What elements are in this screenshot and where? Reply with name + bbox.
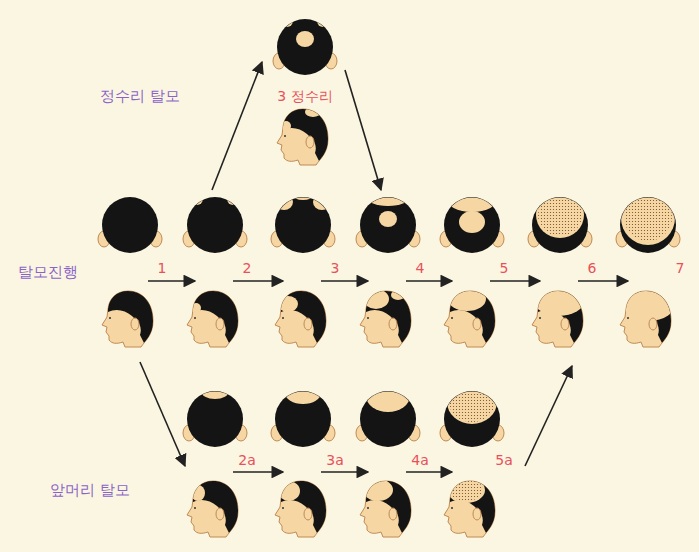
progress-arrow xyxy=(233,471,283,473)
stage-number: 5a xyxy=(495,452,513,469)
progress-arrow xyxy=(321,471,368,473)
progress-arrow xyxy=(525,366,572,466)
head-side-view xyxy=(444,477,496,537)
head-side-view xyxy=(277,107,329,165)
head-side-view xyxy=(102,290,154,347)
head-top-view xyxy=(271,192,335,253)
progress-arrow xyxy=(212,62,262,190)
branch-label: 정수리 탈모 xyxy=(100,87,180,105)
head-top-view xyxy=(183,193,247,253)
stage-number: 6 xyxy=(588,260,597,277)
progress-arrow xyxy=(233,280,283,282)
head-side-view xyxy=(275,480,327,537)
head-side-view xyxy=(444,287,496,347)
progress-arrow xyxy=(490,280,540,282)
stage-number: 2 xyxy=(243,260,252,277)
progress-arrow xyxy=(345,70,381,190)
head-side-view xyxy=(360,289,412,347)
head-top-view xyxy=(356,186,420,253)
head-side-view xyxy=(187,290,239,347)
stage-number: 4 xyxy=(416,260,425,277)
progress-arrow xyxy=(321,280,368,282)
head-top-view xyxy=(271,382,335,447)
head-top-view xyxy=(528,192,592,253)
stage-number: 4a xyxy=(411,452,429,469)
branch-label: 탈모진행 xyxy=(18,263,78,281)
stage-number: 3a xyxy=(326,452,344,469)
head-top-view xyxy=(356,380,420,447)
head-top-view xyxy=(273,15,337,75)
stage-number: 5 xyxy=(500,260,509,277)
progress-arrow xyxy=(406,471,452,473)
head-side-view xyxy=(620,283,676,347)
stage-number: 3 xyxy=(331,260,340,277)
head-top-view xyxy=(440,380,504,447)
head-side-view xyxy=(532,286,584,347)
head-top-view xyxy=(440,184,504,253)
head-side-view xyxy=(187,480,239,537)
head-top-view xyxy=(616,191,680,253)
head-top-view xyxy=(98,197,162,253)
progress-arrow xyxy=(406,280,452,282)
stage-number: 1 xyxy=(158,260,167,277)
stage-number: 2a xyxy=(238,452,256,469)
head-top-view xyxy=(183,383,247,447)
progress-arrow xyxy=(140,362,185,466)
head-side-view xyxy=(275,290,327,347)
stage-caption: 3 정수리 xyxy=(277,88,332,105)
branch-label: 앞머리 탈모 xyxy=(50,481,130,499)
progress-arrow xyxy=(578,280,628,282)
progress-arrow xyxy=(148,280,195,282)
stage-number: 7 xyxy=(676,260,685,277)
head-side-view xyxy=(360,479,412,537)
